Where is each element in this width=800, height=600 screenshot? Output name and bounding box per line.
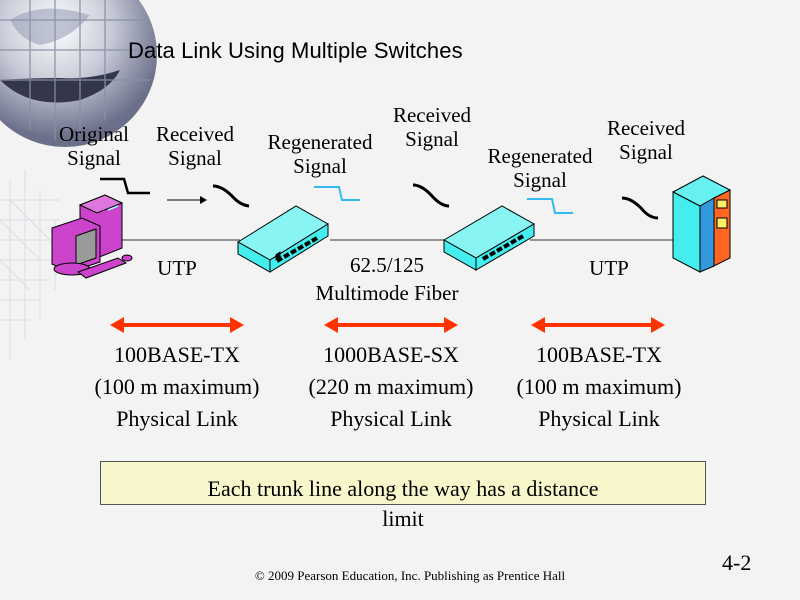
signal-label-received-1: Received Signal bbox=[143, 122, 247, 170]
regenerated-signal-waveform-2 bbox=[527, 198, 573, 214]
link-type: Physical Link bbox=[538, 406, 660, 431]
note-text-line2: limit bbox=[382, 506, 424, 531]
signal-label-line1: Regenerated bbox=[487, 144, 593, 168]
media-label-utp-1: UTP bbox=[157, 256, 197, 280]
signal-label-regenerated-1: Regenerated Signal bbox=[250, 130, 390, 178]
signal-label-line2: Signal bbox=[168, 146, 222, 170]
link-max-distance: (100 m maximum) bbox=[94, 374, 260, 399]
decorative-grid bbox=[0, 170, 60, 360]
signal-label-original: Original Signal bbox=[48, 122, 140, 170]
signal-label-line1: Received bbox=[392, 103, 472, 127]
link-type: Physical Link bbox=[330, 406, 452, 431]
media-label-fiber: 62.5/125 Multimode Fiber bbox=[290, 253, 484, 305]
signal-label-line1: Received bbox=[155, 122, 235, 146]
signal-label-line2: Signal bbox=[619, 140, 673, 164]
note-text-line1: Each trunk line along the way has a dist… bbox=[207, 476, 599, 501]
signal-label-line2: Signal bbox=[405, 127, 459, 151]
media-label-fiber-line1: 62.5/125 bbox=[349, 253, 425, 277]
globe-icon bbox=[0, 0, 157, 147]
direction-arrow-icon bbox=[167, 196, 207, 204]
page-number: 4-2 bbox=[722, 550, 752, 575]
signal-label-line1: Received bbox=[606, 116, 686, 140]
server-icon bbox=[671, 175, 732, 273]
received-signal-waveform-1 bbox=[212, 184, 250, 208]
signal-label-line1: Original bbox=[59, 122, 129, 146]
physical-link-2: 1000BASE-SX (220 m maximum) Physical Lin… bbox=[287, 339, 495, 435]
media-label-fiber-line2: Multimode Fiber bbox=[315, 281, 459, 305]
signal-label-line2: Signal bbox=[513, 168, 567, 192]
link-max-distance: (220 m maximum) bbox=[308, 374, 474, 399]
slide-title: Data Link Using Multiple Switches bbox=[128, 38, 463, 63]
distance-arrow-2 bbox=[324, 317, 458, 333]
note-text: Each trunk line along the way has a dist… bbox=[100, 474, 706, 534]
distance-arrow-1 bbox=[110, 317, 244, 333]
link-standard: 1000BASE-SX bbox=[323, 342, 459, 367]
signal-label-received-2: Received Signal bbox=[380, 103, 484, 151]
signal-label-regenerated-2: Regenerated Signal bbox=[470, 144, 610, 192]
signal-label-line2: Signal bbox=[67, 146, 121, 170]
link-type: Physical Link bbox=[116, 406, 238, 431]
received-signal-waveform-2 bbox=[412, 183, 450, 208]
original-signal-waveform bbox=[100, 177, 150, 195]
link-max-distance: (100 m maximum) bbox=[516, 374, 682, 399]
signal-label-line2: Signal bbox=[293, 154, 347, 178]
desktop-computer-icon bbox=[51, 194, 133, 279]
signal-label-line1: Regenerated bbox=[267, 130, 373, 154]
physical-link-3: 100BASE-TX (100 m maximum) Physical Link bbox=[494, 339, 704, 435]
media-label-utp-2: UTP bbox=[589, 256, 629, 280]
received-signal-waveform-3 bbox=[621, 196, 659, 220]
regenerated-signal-waveform-1 bbox=[314, 186, 360, 201]
note-box bbox=[100, 461, 706, 505]
signal-label-received-3: Received Signal bbox=[594, 116, 698, 164]
link-standard: 100BASE-TX bbox=[536, 342, 662, 367]
copyright-footer: © 2009 Pearson Education, Inc. Publishin… bbox=[254, 568, 566, 583]
link-standard: 100BASE-TX bbox=[114, 342, 240, 367]
distance-arrow-3 bbox=[531, 317, 665, 333]
physical-link-1: 100BASE-TX (100 m maximum) Physical Link bbox=[72, 339, 282, 435]
